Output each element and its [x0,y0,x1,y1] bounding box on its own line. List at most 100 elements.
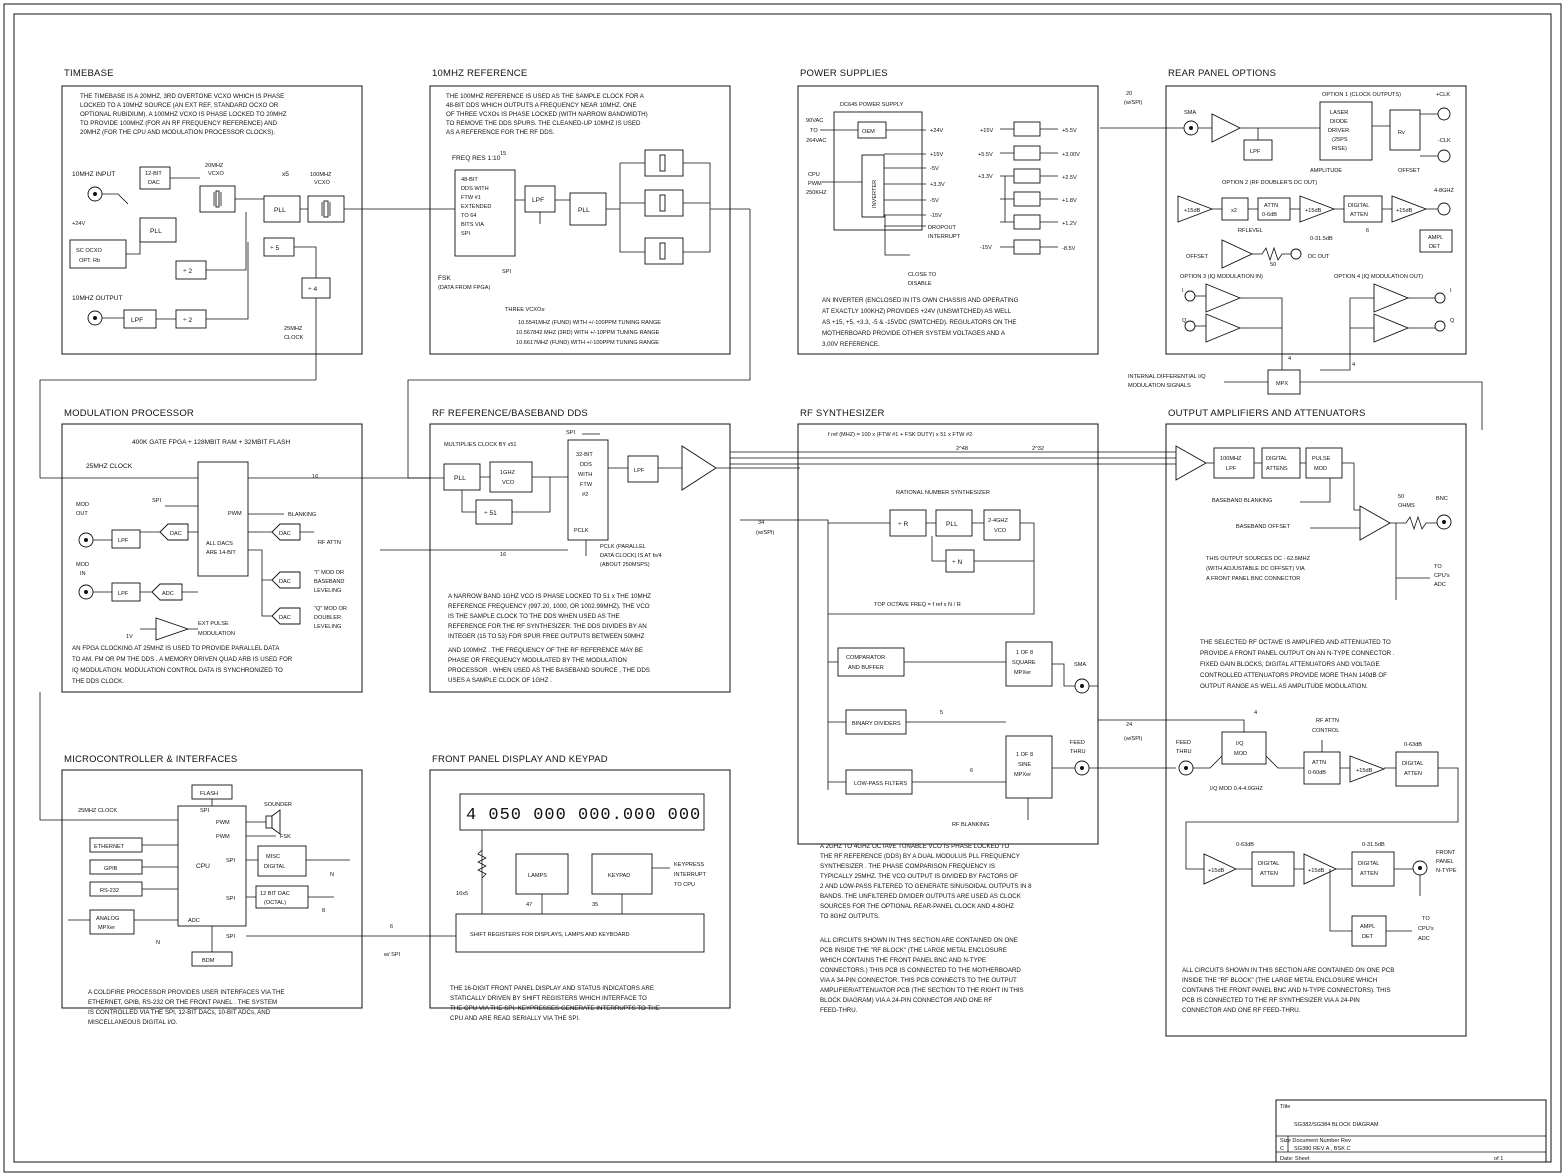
svg-text:DC OUT: DC OUT [1308,254,1330,260]
svg-text:AS +15, +5, +3.3, -5 & -15VDC: AS +15, +5, +3.3, -5 & -15VDC (SWITCHED)… [822,319,1016,326]
timebase-desc-5: 20MHZ (FOR THE CPU AND MODULATION PROCES… [80,129,275,136]
svg-text:LASER: LASER [1330,110,1348,116]
svg-text:I/Q MOD 0.4-4.0GHZ: I/Q MOD 0.4-4.0GHZ [1210,786,1263,792]
svg-text:I: I [1450,288,1452,294]
svg-text:PULSE: PULSE [1312,456,1331,462]
svg-text:10MHZ REFERENCE: 10MHZ REFERENCE [432,68,527,79]
svg-text:(WITH ADJUSTABLE DC OFFSET) VI: (WITH ADJUSTABLE DC OFFSET) VIA [1206,566,1305,572]
svg-text:DAC: DAC [170,531,182,537]
svg-text:"Q" MOD OR: "Q" MOD OR [314,606,347,612]
svg-text:÷ R: ÷ R [898,521,908,528]
svg-text:CONTROL: CONTROL [1312,728,1339,734]
svg-text:MODULATION PROCESSOR: MODULATION PROCESSOR [64,408,194,419]
svg-text:264VAC: 264VAC [806,138,826,144]
svg-text:ETHERNET: ETHERNET [94,844,125,850]
svg-text:THE SELECTED RF OCTAVE IS AMPL: THE SELECTED RF OCTAVE IS AMPLIFIED AND … [1200,639,1391,646]
svg-text:PROCESSOR . WHEN USED AS THE B: PROCESSOR . WHEN USED AS THE BASEBAND SO… [448,667,650,674]
svg-text:+15dB: +15dB [1208,868,1225,874]
crystal-icon-2 [307,195,345,223]
svg-text:SOUNDER: SOUNDER [264,802,292,808]
svg-text:-15V: -15V [980,245,992,251]
svg-text:+24V: +24V [72,221,85,227]
svg-text:CONNECTOR AND ONE RF FEED-THRU: CONNECTOR AND ONE RF FEED-THRU. [1182,1007,1301,1014]
svg-text:-15V: -15V [930,213,942,219]
svg-text:1 OF 8: 1 OF 8 [1016,752,1033,758]
svg-text:+15V: +15V [980,128,993,134]
svg-text:DIGITAL: DIGITAL [1348,203,1369,209]
svg-text:DRIVER: DRIVER [1328,128,1349,134]
svg-text:x2: x2 [1231,208,1237,214]
svg-text:Title: Title [1280,1104,1290,1110]
svg-text:DISABLE: DISABLE [908,281,932,287]
svg-text:6: 6 [970,768,973,774]
svg-text:CPU: CPU [196,863,210,870]
svg-text:IQ MODULATION. MODULATION CONT: IQ MODULATION. MODULATION CONTROL DATA I… [72,667,283,674]
svg-text:(OCTAL): (OCTAL) [264,900,286,906]
svg-text:5: 5 [940,710,943,716]
svg-text:-5V: -5V [930,166,939,172]
svg-text:RISE): RISE) [1332,146,1347,152]
svg-text:DET: DET [1362,934,1374,940]
svg-text:SOURCES FOR THE OPTIONAL REAR-: SOURCES FOR THE OPTIONAL REAR-PANEL CLOC… [820,903,1014,910]
svg-text:+15dB: +15dB [1396,208,1413,214]
svg-text:ADC: ADC [162,591,174,597]
svg-text:÷ 51: ÷ 51 [484,510,497,517]
svg-text:+1.8V: +1.8V [1062,198,1077,204]
svg-text:LAMPS: LAMPS [528,873,547,879]
svg-text:REFERENCE FOR THE RF SYNTHESIZ: REFERENCE FOR THE RF SYNTHESIZER. THE DD… [448,623,647,630]
svg-text:N-TYPE: N-TYPE [1436,868,1457,874]
svg-text:90VAC: 90VAC [806,118,823,124]
svg-text:DDS WITH: DDS WITH [461,186,489,192]
svg-text:PCB IS CONNECTED TO THE RF SYN: PCB IS CONNECTED TO THE RF SYNTHESIZER V… [1182,997,1360,1004]
ref10-section: 10MHZ REFERENCE THE 100MHZ REFERENCE IS … [429,68,750,355]
svg-text:MULTIPLIES CLOCK BY x51: MULTIPLIES CLOCK BY x51 [444,442,517,448]
svg-text:LPF: LPF [118,538,129,544]
svg-text:AMPL: AMPL [1360,924,1375,930]
svg-text:AT EXACTLY 100KHZ) PROVIDES +2: AT EXACTLY 100KHZ) PROVIDES +24V (UNSWIT… [822,308,1012,315]
svg-text:DIGITAL: DIGITAL [1358,861,1379,867]
svg-text:FRONT: FRONT [1436,850,1456,856]
svg-text:RF SYNTHESIZER: RF SYNTHESIZER [800,408,885,419]
svg-text:Size Document Number Rev: Size Document Number Rev [1280,1138,1351,1144]
svg-text:I/Q: I/Q [1236,741,1244,747]
svg-text:2^32: 2^32 [1032,446,1044,452]
svg-text:0-63dB: 0-63dB [1404,742,1422,748]
svg-text:÷ 2: ÷ 2 [183,268,192,275]
svg-text:THE RF REFERENCE (DDS) BY A DU: THE RF REFERENCE (DDS) BY A DUAL MODULUS… [820,853,1020,860]
svg-text:ATTEN: ATTEN [1404,771,1422,777]
svg-text:RF REFERENCE/BASEBAND DDS: RF REFERENCE/BASEBAND DDS [432,408,588,419]
svg-text:BLOCK DIAGRAM) VIA A 24-PIN CO: BLOCK DIAGRAM) VIA A 24-PIN CONNECTOR AN… [820,997,992,1004]
timebase-input-label: 10MHZ INPUT [72,171,115,178]
svg-text:KEYPRESS: KEYPRESS [674,862,704,868]
svg-text:DIODE: DIODE [1330,119,1348,125]
svg-text:TO AM, FM OR PM THE DDS . A ME: TO AM, FM OR PM THE DDS . A MEMORY DRIVE… [72,656,293,663]
svg-text:MOD: MOD [76,562,89,568]
svg-text:TO: TO [1434,564,1442,570]
svg-text:OUTPUT AMPLIFIERS AND ATTENUAT: OUTPUT AMPLIFIERS AND ATTENUATORS [1168,408,1366,419]
svg-text:FLASH: FLASH [200,791,218,797]
cpu-box [177,805,247,927]
svg-text:25MHZ CLOCK: 25MHZ CLOCK [86,463,133,470]
svg-text:PHASE OR FREQUENCY MODULATED B: PHASE OR FREQUENCY MODULATED BY THE MODU… [448,657,627,664]
svg-text:ATTEN: ATTEN [1350,212,1368,218]
title-block: Title SG382/SG384 BLOCK DIAGRAM Size Doc… [1275,1099,1547,1163]
svg-text:0-6dB: 0-6dB [1262,212,1277,218]
svg-text:GPIB: GPIB [104,866,118,872]
svg-text:A NARROW BAND 1GHZ VCO IS PHAS: A NARROW BAND 1GHZ VCO IS PHASE LOCKED T… [448,593,651,600]
svg-text:+15dB: +15dB [1308,868,1325,874]
timebase-pll [263,195,301,223]
svg-text:(25PS: (25PS [1332,137,1348,143]
svg-text:SHIFT REGISTERS FOR DISPLAYS,: SHIFT REGISTERS FOR DISPLAYS, LAMPS AND … [470,932,630,938]
svg-text:LPF: LPF [634,468,645,474]
svg-text:-8.5V: -8.5V [1062,246,1076,252]
svg-text:250KHZ: 250KHZ [806,190,827,196]
svg-text:N: N [156,940,160,946]
svg-text:THE 100MHZ REFERENCE IS USED A: THE 100MHZ REFERENCE IS USED AS THE SAMP… [446,93,645,100]
svg-text:RF ATTN: RF ATTN [318,540,341,546]
svg-text:FSK: FSK [438,275,451,282]
svg-text:(w/SPI): (w/SPI) [756,530,774,536]
timebase-desc-3: OPTIONAL RUBIDIUM). A 100MHZ VCXO IS PHA… [80,111,287,118]
svg-text:-5V: -5V [930,198,939,204]
svg-text:+3.3V: +3.3V [978,174,993,180]
svg-text:OFFSET: OFFSET [1186,254,1209,260]
